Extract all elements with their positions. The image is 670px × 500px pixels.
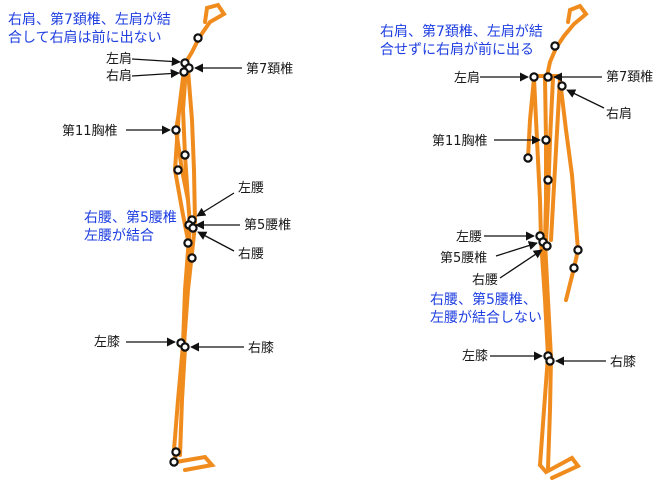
left-head-outline <box>196 2 227 42</box>
left-label-r-hip: 右腰 <box>238 247 264 262</box>
right-c7-joint <box>543 72 553 82</box>
right-l-shoulder-joint <box>529 72 539 82</box>
left-label-l5: 第5腰椎 <box>244 218 291 233</box>
right-arm-near <box>526 76 536 160</box>
right-label-l-hip: 左腰 <box>456 230 482 245</box>
left-hand-joint <box>183 238 193 248</box>
right-hand-joint <box>573 245 583 255</box>
left-thigh-bone-2 <box>182 223 197 347</box>
right-label-l-shoulder: 左肩 <box>454 70 480 86</box>
left-wrist-joint <box>173 165 183 175</box>
right-label-r-knee: 右膝 <box>610 355 636 370</box>
right-head-joint <box>550 41 560 51</box>
right-elbow-joint <box>523 153 533 163</box>
left-heel-joint <box>169 457 179 467</box>
left-label-l-shoulder: 左肩 <box>106 51 132 67</box>
right-head-outline <box>554 3 589 50</box>
right-label-r-hip: 右腰 <box>472 273 498 288</box>
left-spine-note-line1: 右腰、第5腰椎 <box>84 209 177 226</box>
right-r-hip-joint <box>542 241 552 251</box>
right-t11-joint <box>541 135 551 145</box>
left-r-hip-joint <box>188 223 198 233</box>
right-r-knee-joint <box>545 356 555 366</box>
left-shin-bone <box>172 343 185 452</box>
left-label-c7: 第7頚椎 <box>246 62 293 77</box>
left-shoulder-note-line2: 合して右肩は前に出ない <box>8 29 162 46</box>
left-arrow-l-shoulder <box>131 56 181 67</box>
right-arm-far <box>558 78 581 302</box>
left-r-knee-joint <box>180 342 190 352</box>
right-label-c7: 第7頚椎 <box>606 70 653 85</box>
right-torso-line-d <box>549 76 562 242</box>
left-shin-bone-2 <box>178 346 187 457</box>
right-wrist-joint <box>543 175 553 185</box>
left-label-l-knee: 左膝 <box>94 335 120 350</box>
left-arrow-r-hip <box>197 231 235 252</box>
right-foot-bone <box>538 455 582 480</box>
left-fingertip-joint <box>187 253 197 263</box>
left-head-joint <box>193 33 203 43</box>
right-skeleton-figure <box>526 3 589 480</box>
left-r-shoulder-joint <box>179 67 189 77</box>
left-arm-bone <box>180 66 190 202</box>
left-label-r-shoulder: 右肩 <box>106 68 132 84</box>
right-arrow-r-shoulder <box>566 89 605 109</box>
right-spine-note-line1: 右腰、第5腰椎、 <box>430 291 537 308</box>
left-shoulder-note-line1: 右肩、第7頚椎、左肩が結 <box>8 11 171 28</box>
left-elbow-joint <box>180 150 190 160</box>
left-spine-note-line2: 左腰が結合 <box>84 228 154 244</box>
right-spine-note-line2: 左腰が結合しない <box>430 310 542 326</box>
left-arrow-r-shoulder <box>131 68 180 79</box>
right-thigh-bone-2 <box>543 240 553 360</box>
right-neck-bone <box>545 46 558 78</box>
right-shoulder-note-line1: 右肩、第7頚椎、左肩が結 <box>380 23 543 40</box>
right-shin-bone <box>538 354 550 467</box>
left-label-t11: 第11胸椎 <box>62 124 118 139</box>
right-label-t11: 第11胸椎 <box>432 134 488 149</box>
right-torso-line-a <box>532 76 543 242</box>
right-label-r-shoulder: 右肩 <box>606 106 632 122</box>
left-ankle-joint <box>171 447 181 457</box>
left-skeleton-figure <box>169 2 227 472</box>
right-label-l-knee: 左膝 <box>462 349 488 364</box>
left-label-l-hip: 左腰 <box>238 181 264 196</box>
right-fingertip-joint <box>569 263 579 273</box>
left-neck-bone <box>184 38 200 64</box>
right-r-shoulder-joint <box>557 81 567 91</box>
left-arrow-l-hip <box>196 192 235 217</box>
left-label-r-knee: 右膝 <box>248 341 274 356</box>
right-arrow-l5 <box>495 241 538 257</box>
left-t11-joint <box>171 125 181 135</box>
right-thigh-bone <box>539 238 550 358</box>
right-shoulder-note-line2: 合せずに右肩が前に出る <box>380 41 534 58</box>
right-shin-bone-2 <box>546 356 553 470</box>
right-torso-line-c <box>544 76 555 244</box>
right-arrow-r-hip <box>499 249 543 279</box>
left-torso-front-line <box>186 68 197 224</box>
right-label-l5: 第5腰椎 <box>440 251 487 266</box>
